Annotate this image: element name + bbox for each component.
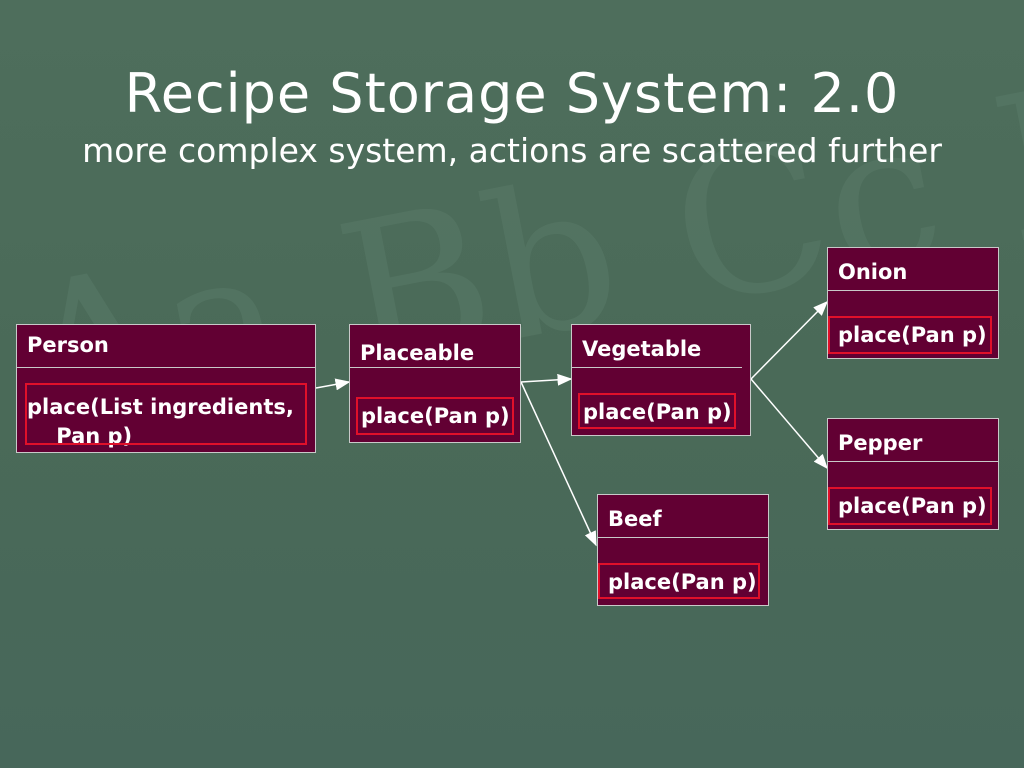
method-highlight-person: [25, 383, 307, 445]
class-divider: [828, 461, 998, 462]
class-box-placeable: Placeable place(Pan p): [349, 324, 521, 443]
class-name-beef: Beef: [608, 507, 662, 531]
class-divider: [828, 290, 998, 291]
class-name-vegetable: Vegetable: [582, 337, 702, 361]
method-highlight-onion: [828, 316, 992, 354]
class-name-pepper: Pepper: [838, 431, 923, 455]
slide-subtitle: more complex system, actions are scatter…: [82, 131, 942, 170]
class-divider: [17, 367, 315, 368]
method-highlight-pepper: [828, 487, 992, 525]
slide-title: Recipe Storage System: 2.0: [124, 62, 900, 125]
class-divider: [350, 367, 520, 368]
class-name-onion: Onion: [838, 260, 908, 284]
class-box-person: Person place(List ingredients, Pan p): [16, 324, 316, 453]
method-place-beef: place(Pan p): [608, 570, 757, 594]
method-highlight-vegetable: [578, 393, 736, 429]
class-divider: [598, 537, 768, 538]
class-box-onion: Onion place(Pan p): [827, 247, 999, 359]
method-place-placeable: place(Pan p): [361, 404, 510, 428]
class-name-placeable: Placeable: [360, 341, 475, 365]
class-divider: [572, 367, 742, 368]
class-name-person: Person: [27, 333, 109, 357]
method-place-vegetable: place(Pan p): [583, 400, 732, 424]
method-place-pepper: place(Pan p): [838, 494, 987, 518]
class-box-vegetable: Vegetable place(Pan p): [571, 324, 751, 436]
method-place-person-line1: place(List ingredients,: [27, 395, 294, 419]
method-highlight-placeable: [356, 397, 514, 435]
class-box-beef: Beef place(Pan p): [597, 494, 769, 606]
class-box-pepper: Pepper place(Pan p): [827, 418, 999, 530]
method-place-onion: place(Pan p): [838, 323, 987, 347]
method-highlight-beef: [598, 563, 760, 599]
